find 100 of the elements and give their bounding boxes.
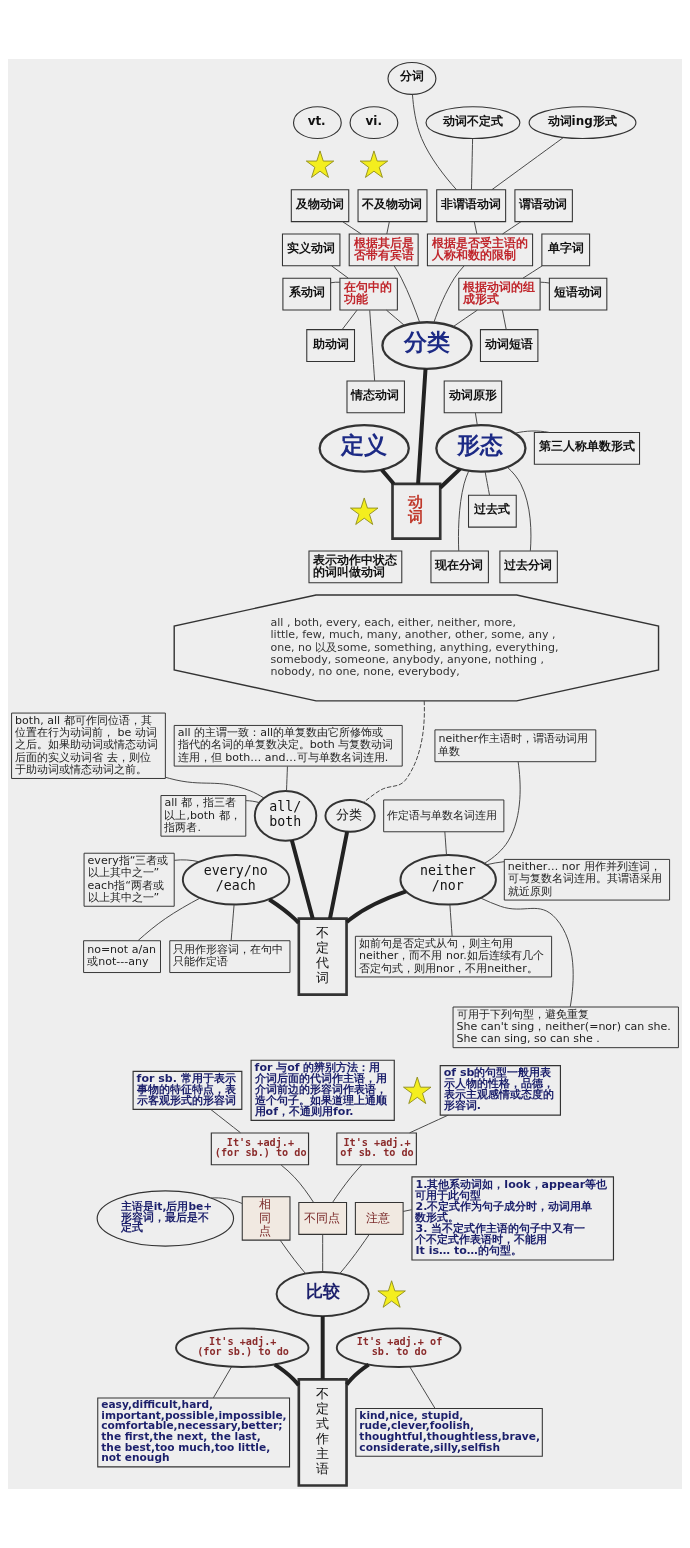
connector	[514, 430, 550, 434]
node-box: 非谓语动词	[436, 189, 507, 223]
node-box: 及物动词	[290, 189, 350, 223]
connector	[331, 265, 349, 279]
node-box: 根据其后是否带有宾语	[348, 233, 419, 267]
node-ellipse: 分类	[324, 799, 376, 833]
connector	[491, 137, 564, 191]
node-box: 动词	[391, 482, 442, 540]
connector	[268, 897, 301, 925]
connector	[341, 309, 358, 331]
connector	[289, 839, 315, 919]
connector	[369, 309, 376, 382]
node-box: all 都，指三者以上,both 都，指两者.	[160, 795, 247, 837]
connector	[393, 265, 421, 324]
connector	[363, 700, 425, 803]
connector	[385, 309, 405, 326]
node-box: 注意	[354, 1202, 404, 1235]
node-ellipse: 比较	[275, 1270, 370, 1318]
connector	[438, 467, 462, 490]
node-ellipse: It's +adj.+ (for sb.) to do	[175, 1327, 310, 1368]
connector	[433, 265, 465, 323]
node-box: 不同点	[298, 1202, 348, 1235]
node-box: every指“三者或以上其中之一” each指“两者或以上其中之一”	[83, 852, 175, 907]
node-ellipse: 主语是it,后用be+形容词，最后是不定式	[96, 1190, 235, 1247]
node-box: 根据是否受主语的人称和数的限制	[426, 233, 534, 267]
connector	[480, 897, 574, 1008]
node-box: 现在分词	[430, 550, 489, 584]
connector	[386, 221, 390, 235]
node-star	[305, 150, 335, 178]
node-box: 谓语动词	[514, 189, 573, 223]
connector	[320, 1315, 325, 1380]
node-ellipse: 动词ing形式	[528, 106, 637, 140]
connector	[507, 466, 532, 552]
node-ellipse: 分词	[387, 61, 437, 95]
connector	[286, 765, 288, 792]
node-box: 不及物动词	[357, 189, 428, 223]
connector	[339, 1234, 370, 1275]
node-box: It's +adj.+ (for sb.) to do	[210, 1132, 310, 1166]
connector	[280, 1164, 314, 1203]
node-ellipse: every/no /each	[181, 853, 291, 906]
node-ellipse: 定义	[318, 423, 410, 473]
node-box: 短语动词	[548, 277, 608, 311]
node-box: no=not a/an 或not---any	[83, 940, 161, 974]
connector	[164, 776, 265, 799]
node-star	[350, 497, 379, 525]
node-ellipse: It's +adj.+ of sb. to do	[335, 1327, 462, 1368]
node-ellipse: 动词不定式	[425, 106, 521, 140]
node-box: 不定代词	[297, 917, 348, 996]
connector	[212, 1366, 232, 1399]
connector	[230, 904, 235, 942]
node-star	[403, 1076, 432, 1104]
node-box: 根据动词的组成形式	[458, 277, 541, 311]
connector	[342, 221, 362, 235]
connector	[485, 861, 505, 866]
connector	[522, 265, 543, 279]
connector	[484, 471, 490, 496]
connector	[502, 221, 522, 235]
connector	[332, 1164, 363, 1203]
node-box: 情态动词	[346, 380, 405, 414]
connector	[345, 1363, 370, 1386]
node-box: 过去式	[468, 494, 517, 528]
connector	[380, 468, 396, 485]
connector	[411, 94, 457, 191]
connector	[273, 1362, 301, 1387]
node-box: 如前句是否定式从句，则主句用neither，而不用 nor.如后连续有几个否定句式，则用nor，不用neither。	[354, 935, 553, 978]
connector	[137, 897, 201, 941]
connector	[409, 1366, 436, 1409]
connector	[474, 412, 478, 426]
node-box: 相同点	[241, 1196, 291, 1241]
node-box: 助动词	[306, 329, 356, 362]
connector	[501, 309, 507, 331]
node-box: 单字词	[541, 233, 591, 267]
node-box: for 与of 的辨别方法：用介词后面的代词作主语，用介词前边的形容词作表语，造个句子。如果道理上通顺用of，不通则用for.	[250, 1059, 395, 1121]
node-ellipse: 分类	[381, 321, 473, 370]
connector	[245, 800, 260, 804]
connector	[483, 761, 521, 864]
connector	[328, 831, 350, 919]
connector	[330, 281, 341, 284]
connector	[457, 470, 470, 552]
connector	[452, 309, 478, 328]
node-box: of sb的句型一般用表示人物的性格，品德，表示主观感情或态度的形容词.	[439, 1065, 561, 1116]
connector	[210, 1109, 241, 1134]
connector	[409, 1114, 449, 1134]
node-ellipse: vi.	[349, 106, 399, 140]
connector	[416, 368, 428, 484]
node-box: neither… nor 用作并列连词，可与复数名词连用。其谓语采用就近原则	[503, 858, 671, 901]
node-box: 动词原形	[443, 380, 503, 414]
connector	[444, 831, 447, 856]
connector	[322, 1234, 324, 1273]
node-box: 只用作形容词，在句中只能作定语	[169, 940, 291, 974]
connector	[449, 904, 453, 937]
node-box: both, all 都可作同位语，其位置在行为动词前， be 动词之后。如果助动词或情态动词后面的实义动词省 去，则位于助动词或情态动词之前。	[11, 712, 166, 779]
node-box: for sb. 常用于表示事物的特征特点，表示客观形式的形容词	[132, 1070, 243, 1110]
connector	[539, 281, 550, 284]
node-box: 作定语与单数名词连用	[383, 799, 505, 833]
node-ellipse: 形态	[435, 423, 527, 473]
node-ellipse: vt.	[292, 106, 342, 140]
node-box: 第三人称单数形式	[533, 431, 641, 465]
connector	[471, 138, 474, 191]
connector	[210, 1197, 243, 1204]
